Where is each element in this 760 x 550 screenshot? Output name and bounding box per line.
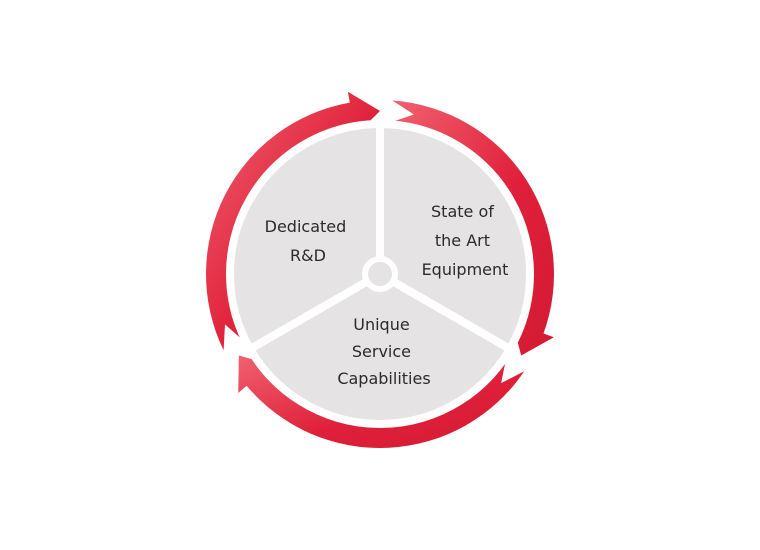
label-line: the Art [435, 231, 490, 250]
label-line: Service [352, 342, 411, 361]
cycle-arrow [205, 91, 380, 351]
cycle-arrows [205, 91, 554, 448]
label-line: State of [431, 202, 494, 221]
cycle-arrow [390, 100, 554, 356]
label-line: R&D [290, 246, 326, 265]
center-hub [362, 256, 398, 292]
segment-label-rd: Dedicated R&D [265, 217, 352, 265]
segment-label-service: Unique Service Capabilities [337, 315, 430, 388]
segment-group [226, 120, 534, 428]
segment-service [226, 120, 384, 353]
label-line: Equipment [422, 260, 509, 279]
cycle-arrow [238, 355, 525, 448]
segment-label-equipment: State of the Art Equipment [422, 202, 509, 279]
label-line: Capabilities [337, 369, 430, 388]
label-line: Dedicated [265, 217, 347, 236]
label-line: Unique [353, 315, 409, 334]
segment-equipment [246, 270, 514, 428]
